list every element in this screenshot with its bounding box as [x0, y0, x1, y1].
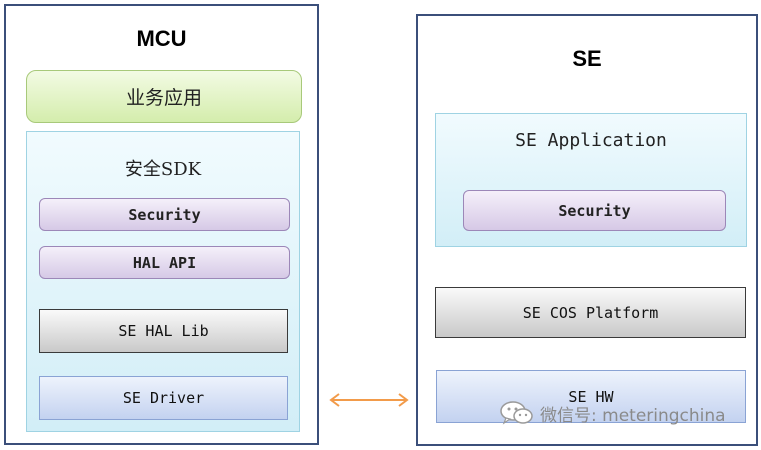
hal-api-box: HAL API: [39, 246, 290, 279]
mcu-security-box: Security: [39, 198, 290, 231]
se-title: SE: [572, 46, 602, 71]
se-hw-box: SE HW: [436, 370, 746, 423]
bidirectional-arrow: [329, 393, 409, 407]
wechat-icon: [500, 401, 533, 425]
se-driver-box: SE Driver: [39, 376, 288, 420]
mcu-title: MCU: [136, 26, 187, 51]
security-sdk-label: 安全SDK: [124, 159, 202, 180]
watermark: 微信号: meteringchina: [500, 400, 726, 426]
se-cos-platform-box: SE COS Platform: [435, 287, 746, 338]
business-app-box: 业务应用: [26, 70, 302, 123]
watermark-text: 微信号: meteringchina: [540, 405, 726, 426]
se-hal-lib-box: SE HAL Lib: [39, 309, 288, 353]
se-security-box: Security: [463, 190, 726, 231]
se-application-label: SE Application: [515, 130, 667, 151]
